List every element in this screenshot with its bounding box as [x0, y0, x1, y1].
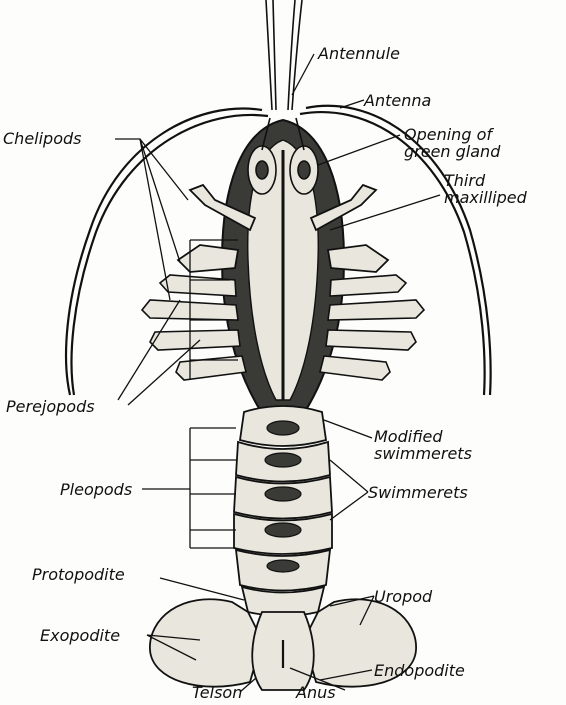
label-pleopods: Pleopods — [60, 481, 132, 498]
label-swimmerets: Swimmerets — [368, 484, 468, 501]
label-anus: Anus — [296, 684, 336, 701]
label-modified-swimmerets: Modified swimmerets — [374, 428, 472, 462]
label-endopodite: Endopodite — [374, 662, 465, 679]
label-uropod: Uropod — [374, 588, 432, 605]
label-antennule: Antennule — [318, 45, 400, 62]
label-opening-green-gland: Opening of green gland — [404, 126, 500, 160]
label-antenna: Antenna — [364, 92, 431, 109]
label-telson: Telson — [192, 684, 242, 701]
label-protopodite: Protopodite — [32, 566, 125, 583]
label-chelipods: Chelipods — [3, 130, 81, 147]
label-exopodite: Exopodite — [40, 627, 120, 644]
abdomen — [234, 406, 332, 616]
antennules — [266, 0, 302, 110]
label-third-maxilliped: Third maxilliped — [444, 172, 527, 206]
label-perejopods: Perejopods — [6, 398, 95, 415]
